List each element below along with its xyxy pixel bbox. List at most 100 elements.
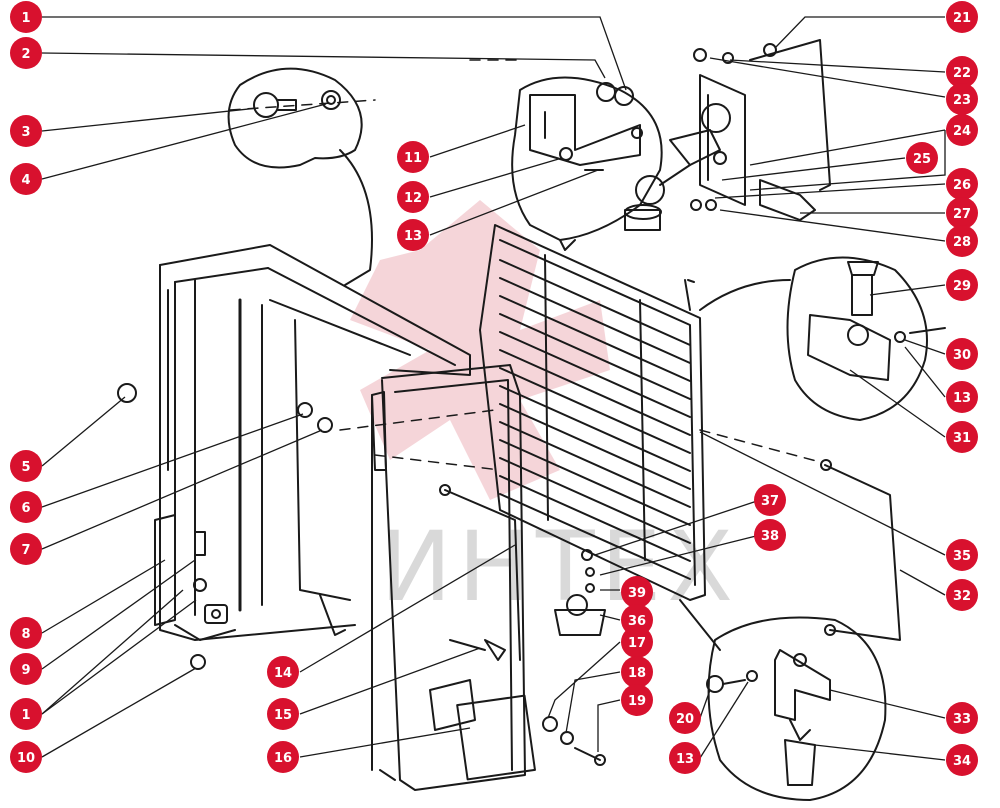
callout-label: 19	[628, 694, 646, 709]
callout-label: 26	[953, 178, 971, 193]
callout-label: 3	[21, 125, 30, 140]
callout-1: 1	[10, 1, 42, 33]
callout-14: 14	[267, 656, 299, 688]
hinge-rods	[439, 459, 901, 661]
callout-13-top: 13	[397, 219, 429, 251]
watermark-logo	[350, 200, 610, 500]
callout-7: 7	[10, 533, 42, 565]
latch-assembly	[624, 39, 831, 231]
callout-3: 3	[10, 115, 42, 147]
callout-32: 32	[946, 579, 978, 611]
callout-label: 32	[953, 589, 971, 604]
callout-label: 21	[953, 11, 971, 26]
callout-13-right: 13	[946, 381, 978, 413]
callout-11: 11	[397, 141, 429, 173]
callout-label: 36	[628, 614, 646, 629]
callout-label: 18	[628, 666, 646, 681]
leader-lines	[41, 16, 946, 761]
callout-26: 26	[946, 168, 978, 200]
balloon-bracket	[511, 76, 663, 251]
callout-label: 4	[21, 173, 30, 188]
callout-6: 6	[10, 491, 42, 523]
callout-label: 27	[953, 207, 971, 222]
callout-35: 35	[946, 539, 978, 571]
callout-16: 16	[267, 741, 299, 773]
callout-38: 38	[754, 519, 786, 551]
callout-5: 5	[10, 450, 42, 482]
callout-label: 5	[21, 460, 30, 475]
callout-label: 16	[274, 751, 292, 766]
callout-label: 9	[21, 663, 30, 678]
callout-22: 22	[946, 56, 978, 88]
callout-39: 39	[621, 576, 653, 608]
callout-label: 11	[404, 151, 422, 166]
callout-31: 31	[946, 421, 978, 453]
callout-19: 19	[621, 684, 653, 716]
callout-17: 17	[621, 626, 653, 658]
small-parts	[117, 383, 606, 766]
callout-20: 20	[669, 702, 701, 734]
watermark: ИНТЕХ	[350, 200, 739, 623]
callout-label: 31	[953, 431, 971, 446]
callout-28: 28	[946, 225, 978, 257]
callout-label: 13	[953, 391, 971, 406]
front-panel	[371, 364, 536, 791]
callout-label: 29	[953, 279, 971, 294]
callout-label: 8	[21, 627, 30, 642]
callout-label: 10	[17, 751, 35, 766]
callout-4: 4	[10, 163, 42, 195]
callout-29: 29	[946, 269, 978, 301]
callout-label: 6	[21, 501, 30, 516]
callout-8: 8	[10, 617, 42, 649]
callout-label: 1	[21, 708, 30, 723]
callout-12: 12	[397, 181, 429, 213]
callout-label: 13	[404, 229, 422, 244]
callout-label: 2	[21, 47, 30, 62]
callout-27: 27	[946, 197, 978, 229]
callout-30: 30	[946, 338, 978, 370]
callout-label: 15	[274, 708, 292, 723]
callout-label: 14	[274, 666, 292, 681]
callout-label: 39	[628, 586, 646, 601]
callout-label: 13	[676, 752, 694, 767]
callout-label: 1	[21, 11, 30, 26]
callout-label: 35	[953, 549, 971, 564]
callout-33: 33	[946, 702, 978, 734]
balloon-clamp	[679, 599, 887, 801]
callout-label: 25	[913, 152, 931, 167]
callout-2: 2	[10, 37, 42, 69]
balloon-fastener	[227, 67, 373, 286]
callout-1-lower: 1	[10, 698, 42, 730]
callout-18: 18	[621, 656, 653, 688]
callouts: 1 2 3 4 5 6 7 8 9 1 10 11 12 13 14 15 16…	[10, 1, 978, 776]
callout-9: 9	[10, 653, 42, 685]
line-art	[117, 39, 946, 801]
callout-label: 33	[953, 712, 971, 727]
callout-24: 24	[946, 114, 978, 146]
callout-label: 20	[676, 712, 694, 727]
callout-label: 37	[761, 494, 779, 509]
callout-label: 7	[21, 543, 30, 558]
callout-34: 34	[946, 744, 978, 776]
callout-label: 34	[953, 754, 971, 769]
cabinet-frame	[154, 244, 471, 641]
grille	[479, 224, 706, 601]
callout-21: 21	[946, 1, 978, 33]
balloon-pivot-block	[699, 256, 946, 421]
callout-label: 24	[953, 124, 971, 139]
callout-15: 15	[267, 698, 299, 730]
watermark-text: ИНТЕХ	[380, 511, 739, 623]
callout-label: 28	[953, 235, 971, 250]
callout-23: 23	[946, 83, 978, 115]
callout-label: 22	[953, 66, 971, 81]
callout-37: 37	[754, 484, 786, 516]
callout-13-bottom: 13	[669, 742, 701, 774]
callout-36: 36	[621, 604, 653, 636]
callout-25: 25	[906, 142, 938, 174]
callout-label: 38	[761, 529, 779, 544]
callout-label: 17	[628, 636, 646, 651]
callout-label: 30	[953, 348, 971, 363]
alignment-lines	[229, 59, 821, 471]
